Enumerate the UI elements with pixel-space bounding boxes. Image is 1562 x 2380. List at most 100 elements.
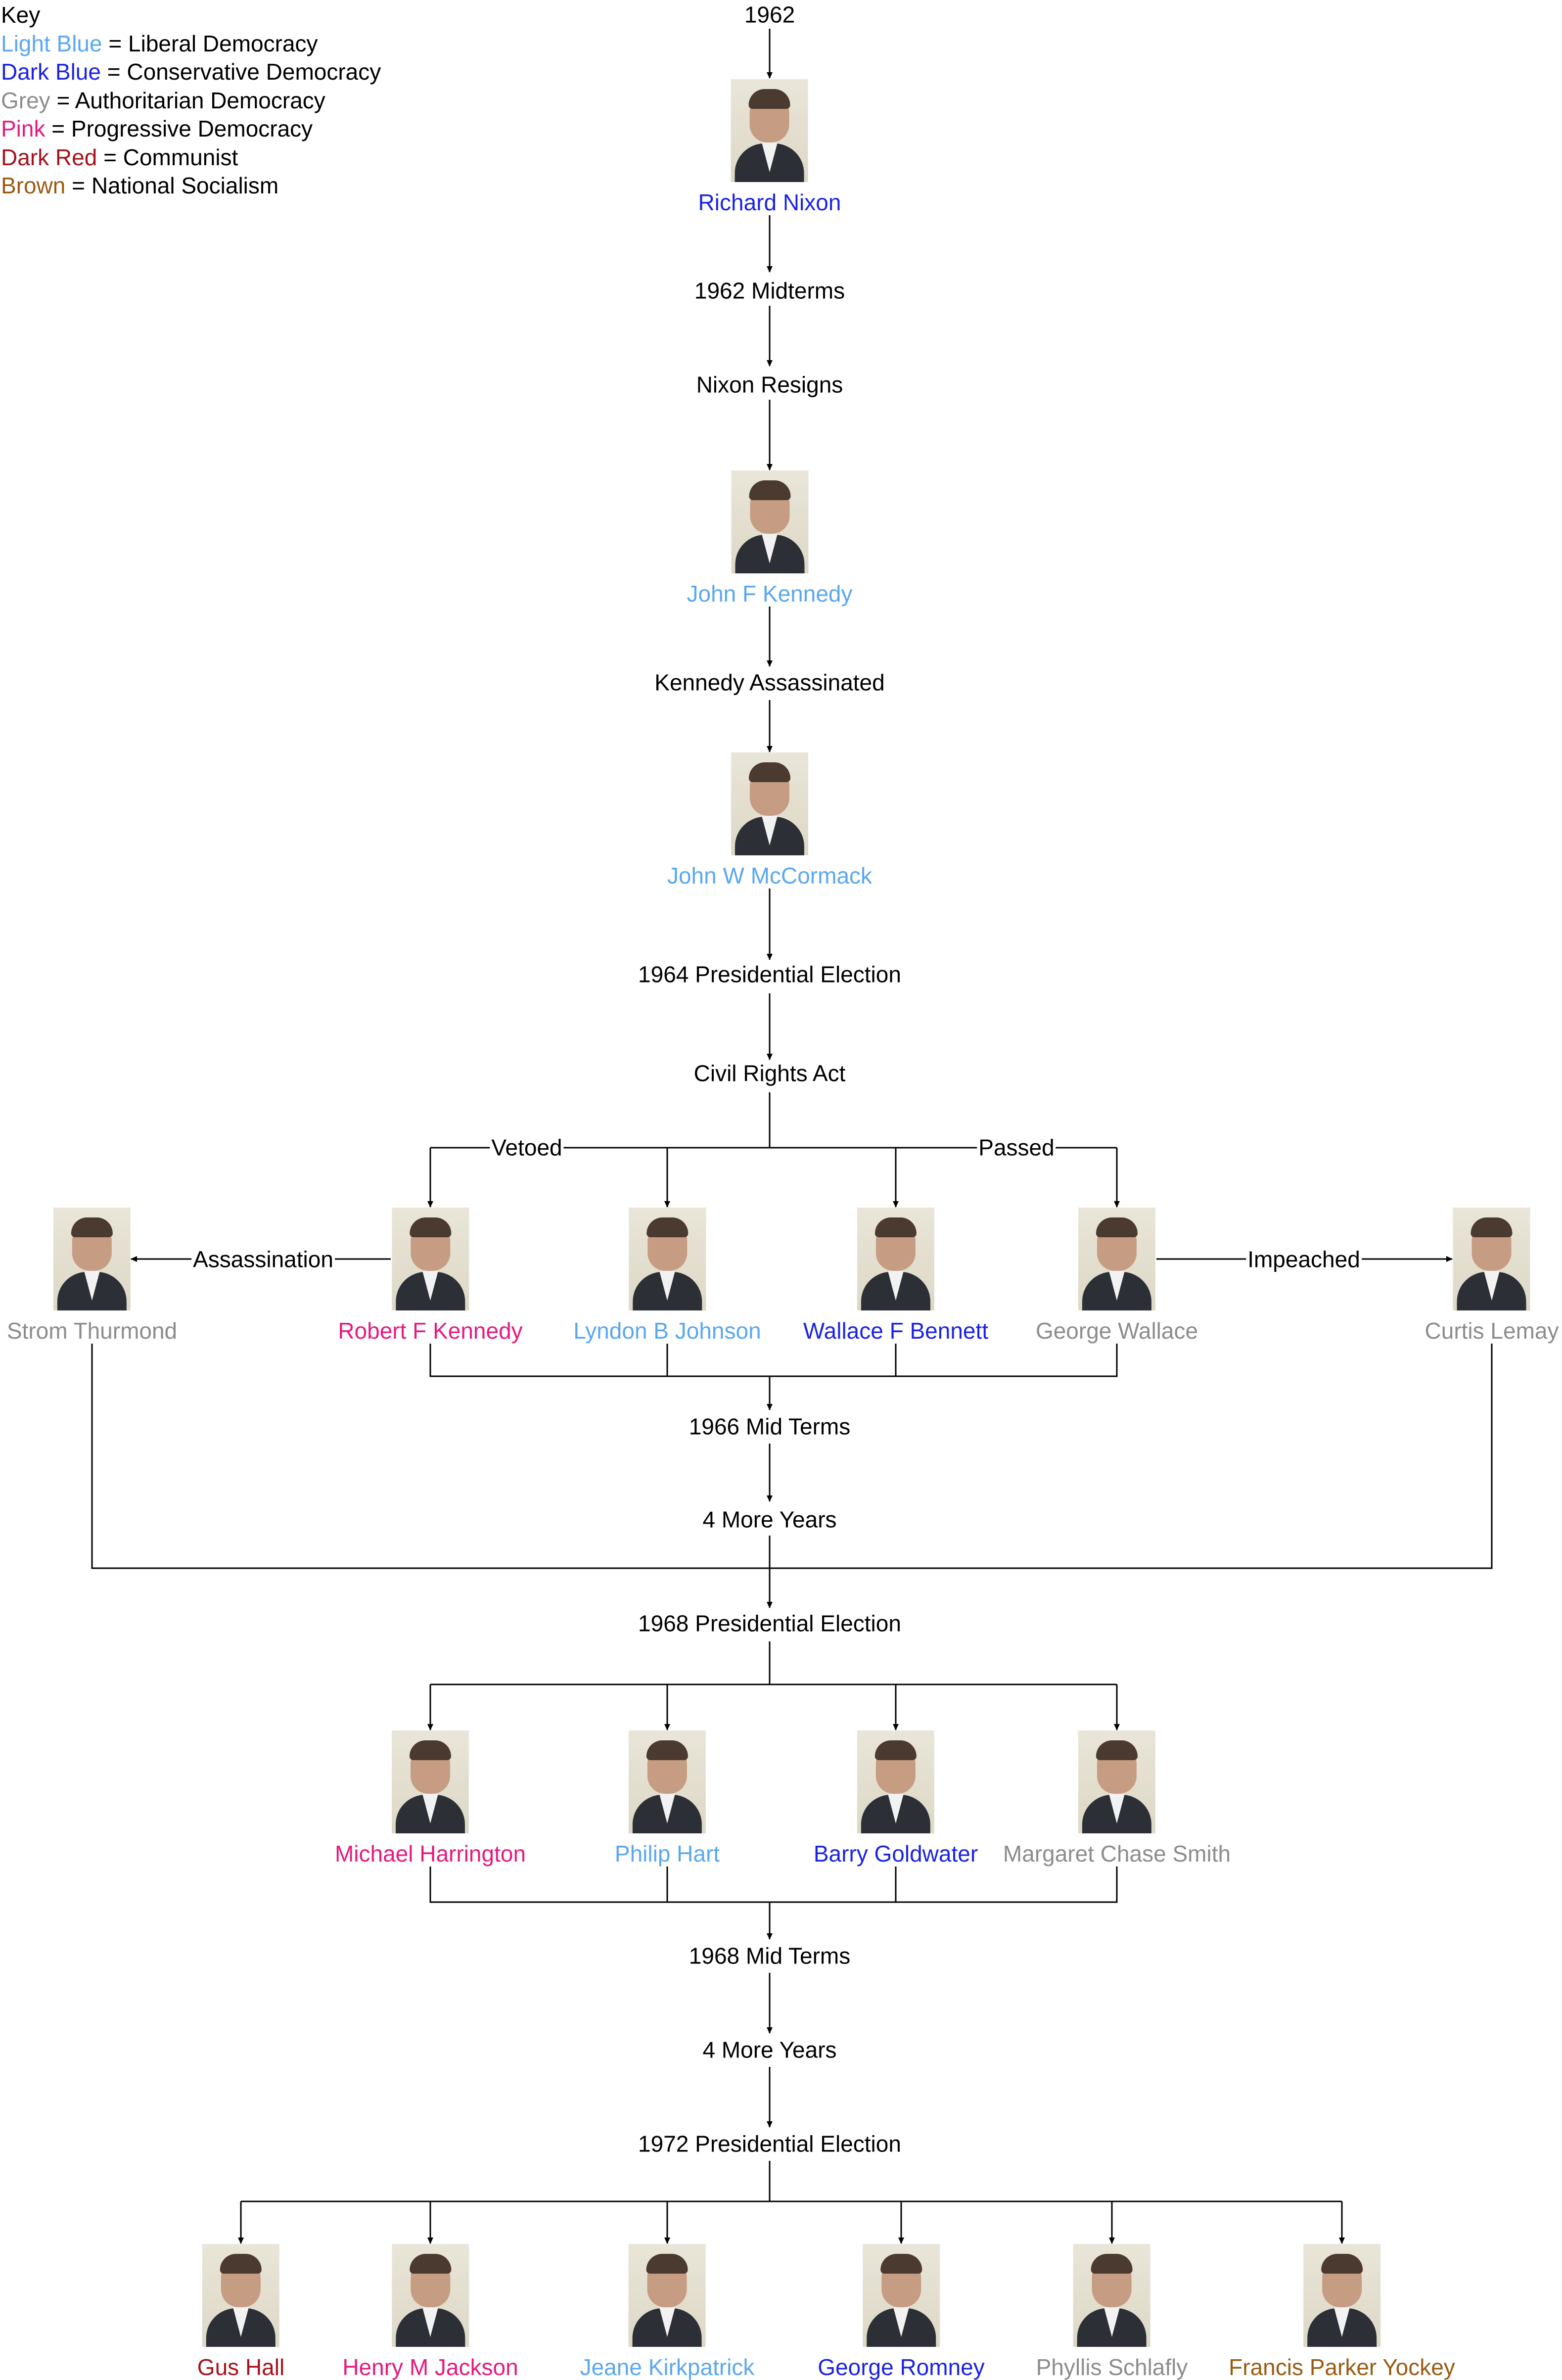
event-4-more-years: 4 More Years xyxy=(700,1507,839,1533)
event-1964-election: 1964 Presidential Election xyxy=(636,962,903,987)
node-margaret-chase-smith: Margaret Chase Smith xyxy=(1002,1730,1232,1867)
portrait-john-f-kennedy-icon xyxy=(731,470,808,573)
person-name: Richard Nixon xyxy=(697,189,842,215)
portrait-richard-nixon-icon xyxy=(731,79,808,182)
edge-label-assassination: Assassination xyxy=(191,1247,335,1272)
edge-wide-merge xyxy=(91,1342,1493,1569)
person-name: Wallace F Bennett xyxy=(802,1318,990,1344)
portrait-henry-m-jackson-icon xyxy=(392,2244,469,2347)
legend-color-name: Light Blue xyxy=(1,30,102,56)
node-george-wallace: George Wallace xyxy=(1034,1208,1199,1344)
node-lyndon-b-johnson: Lyndon B Johnson xyxy=(572,1208,762,1344)
portrait-george-wallace-icon xyxy=(1078,1208,1155,1310)
person-name: Lyndon B Johnson xyxy=(572,1318,762,1344)
portrait-margaret-chase-smith-icon xyxy=(1078,1730,1155,1833)
edge-merge-1968mid xyxy=(429,1861,1118,1903)
person-name: Henry M Jackson xyxy=(341,2354,519,2380)
portrait-francis-parker-yockey-icon xyxy=(1303,2244,1380,2347)
event-1962: 1962 xyxy=(742,2,797,28)
legend-title: Key xyxy=(1,2,41,28)
edge-label-passed: Passed xyxy=(977,1135,1056,1161)
portrait-jeane-kirkpatrick-icon xyxy=(628,2244,706,2347)
event-1968-election: 1968 Presidential Election xyxy=(636,1611,903,1636)
person-name: Curtis Lemay xyxy=(1424,1318,1560,1344)
legend-row: Light Blue = Liberal Democracy xyxy=(1,30,318,56)
portrait-john-w-mccormack-icon xyxy=(731,752,808,855)
node-henry-m-jackson: Henry M Jackson xyxy=(341,2244,519,2380)
edge-1968-split xyxy=(430,1641,1117,1685)
event-1972-election: 1972 Presidential Election xyxy=(636,2132,903,2157)
portrait-wallace-f-bennett-icon xyxy=(857,1208,934,1310)
legend-color-name: Brown xyxy=(1,173,66,198)
legend-meaning: Communist xyxy=(123,144,238,170)
event-1968-mid-terms: 1968 Mid Terms xyxy=(687,1944,853,1969)
portrait-lyndon-b-johnson-icon xyxy=(629,1208,706,1310)
node-john-f-kennedy: John F Kennedy xyxy=(686,470,854,607)
event-4-more-years: 4 More Years xyxy=(700,2038,839,2063)
person-name: Francis Parker Yockey xyxy=(1228,2354,1456,2380)
legend-color-name: Grey xyxy=(1,87,50,113)
person-name: John W McCormack xyxy=(666,863,873,888)
node-strom-thurmond: Strom Thurmond xyxy=(5,1208,179,1344)
legend: Key Light Blue = Liberal Democracy Dark … xyxy=(1,1,381,200)
node-philip-hart: Philip Hart xyxy=(613,1730,721,1867)
legend-meaning: Progressive Democracy xyxy=(71,116,313,141)
portrait-gus-hall-icon xyxy=(202,2244,279,2347)
edge-label-impeached: Impeached xyxy=(1246,1247,1362,1272)
event-kennedy-assassinated: Kennedy Assassinated xyxy=(652,670,887,696)
person-name: John F Kennedy xyxy=(686,581,854,607)
node-george-romney: George Romney xyxy=(817,2244,986,2380)
node-barry-goldwater: Barry Goldwater xyxy=(812,1730,979,1867)
portrait-curtis-lemay-icon xyxy=(1453,1208,1530,1310)
legend-row: Grey = Authoritarian Democracy xyxy=(1,87,325,113)
portrait-phyllis-schlafly-icon xyxy=(1073,2244,1150,2347)
edge-1972-split xyxy=(241,2161,1342,2202)
legend-color-name: Dark Blue xyxy=(1,59,101,85)
portrait-barry-goldwater-icon xyxy=(857,1730,934,1833)
node-richard-nixon: Richard Nixon xyxy=(697,79,842,215)
event-civil-rights-act: Civil Rights Act xyxy=(691,1061,848,1086)
portrait-michael-harrington-icon xyxy=(392,1730,469,1833)
event-1962-midterms: 1962 Midterms xyxy=(692,279,847,304)
legend-row: Pink = Progressive Democracy xyxy=(1,116,313,141)
person-name: George Wallace xyxy=(1034,1318,1199,1344)
legend-meaning: Authoritarian Democracy xyxy=(75,87,325,113)
person-name: Phyllis Schlafly xyxy=(1035,2354,1189,2380)
node-jeane-kirkpatrick: Jeane Kirkpatrick xyxy=(579,2244,756,2380)
person-name: Barry Goldwater xyxy=(812,1841,979,1867)
person-name: Strom Thurmond xyxy=(5,1318,179,1344)
node-francis-parker-yockey: Francis Parker Yockey xyxy=(1228,2244,1456,2380)
edge-merge-1966 xyxy=(429,1338,1118,1377)
legend-color-name: Pink xyxy=(1,116,46,141)
node-michael-harrington: Michael Harrington xyxy=(333,1730,527,1867)
portrait-george-romney-icon xyxy=(863,2244,940,2347)
node-phyllis-schlafly: Phyllis Schlafly xyxy=(1035,2244,1189,2380)
portrait-strom-thurmond-icon xyxy=(53,1208,131,1310)
portrait-robert-f-kennedy-icon xyxy=(391,1208,469,1310)
person-name: George Romney xyxy=(817,2354,986,2380)
event-nixon-resigns: Nixon Resigns xyxy=(694,373,845,398)
person-name: Michael Harrington xyxy=(333,1841,527,1867)
node-robert-f-kennedy: Robert F Kennedy xyxy=(337,1208,524,1344)
legend-meaning: National Socialism xyxy=(91,173,279,198)
node-john-w-mccormack: John W McCormack xyxy=(666,752,873,888)
legend-color-name: Dark Red xyxy=(1,144,97,170)
node-gus-hall: Gus Hall xyxy=(196,2244,286,2380)
portrait-philip-hart-icon xyxy=(628,1730,706,1833)
legend-meaning: Conservative Democracy xyxy=(127,59,381,85)
legend-row: Dark Blue = Conservative Democracy xyxy=(1,59,381,85)
person-name: Margaret Chase Smith xyxy=(1002,1841,1232,1867)
legend-row: Dark Red = Communist xyxy=(1,144,238,170)
person-name: Philip Hart xyxy=(613,1841,721,1867)
event-1966-mid-terms: 1966 Mid Terms xyxy=(687,1414,853,1440)
legend-row: Brown = National Socialism xyxy=(1,173,279,198)
person-name: Gus Hall xyxy=(196,2354,286,2380)
node-curtis-lemay: Curtis Lemay xyxy=(1424,1208,1560,1344)
legend-meaning: Liberal Democracy xyxy=(128,30,318,56)
person-name: Jeane Kirkpatrick xyxy=(579,2354,756,2380)
node-wallace-f-bennett: Wallace F Bennett xyxy=(802,1208,990,1344)
person-name: Robert F Kennedy xyxy=(337,1318,524,1344)
edge-label-vetoed: Vetoed xyxy=(490,1135,564,1161)
